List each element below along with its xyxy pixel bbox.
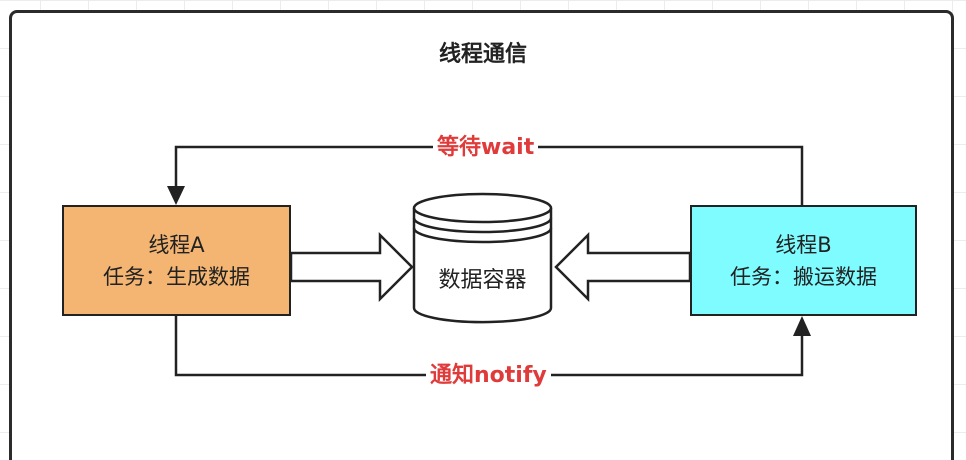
thread-b-box: 线程B 任务：搬运数据	[690, 205, 917, 316]
thread-a-task: 任务：生成数据	[103, 264, 250, 289]
thread-b-name: 线程B	[775, 232, 832, 257]
thread-a-name: 线程A	[148, 232, 205, 257]
data-container-label: 数据容器	[438, 268, 527, 293]
diagram-title: 线程通信	[438, 42, 527, 67]
data-container-cylinder	[412, 192, 553, 324]
wait-label: 等待wait	[433, 134, 539, 162]
thread-a-box: 线程A 任务：生成数据	[62, 205, 291, 316]
wait-arrowhead	[167, 186, 185, 205]
arrow-a-to-container	[289, 231, 414, 303]
notify-arrowhead	[793, 316, 811, 336]
arrow-b-to-container	[554, 231, 692, 303]
notify-label: 通知notify	[426, 362, 551, 390]
thread-b-task: 任务：搬运数据	[730, 264, 877, 289]
